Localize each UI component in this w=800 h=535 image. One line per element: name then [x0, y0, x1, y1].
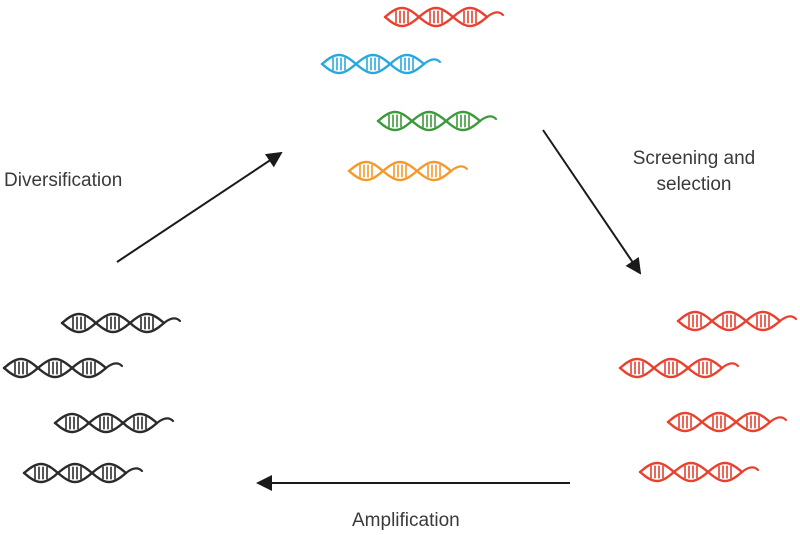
- dna-helix-icon: [22, 462, 144, 484]
- dna-helix-icon: [53, 412, 175, 434]
- dna-helix-icon: [60, 312, 182, 334]
- dna-helix-icon: [347, 160, 469, 182]
- dna-helix-icon: [383, 6, 505, 28]
- diversification-arrow: [116, 151, 283, 263]
- dna-helix-icon: [666, 411, 788, 433]
- dna-helix-icon: [320, 53, 442, 75]
- diversification-label: Diversification: [4, 170, 123, 191]
- dna-helix-icon: [376, 110, 498, 132]
- screening-label-line2: selection: [656, 174, 732, 195]
- dna-helix-icon: [638, 461, 760, 483]
- screening-label-line1: Screening and: [632, 148, 756, 169]
- dna-helix-icon: [618, 357, 740, 379]
- screening-arrow: [542, 129, 642, 275]
- screening-selection-label: Screening and selection: [610, 146, 778, 198]
- amplification-label: Amplification: [352, 510, 460, 531]
- dna-helix-icon: [676, 310, 798, 332]
- dna-helix-icon: [2, 357, 124, 379]
